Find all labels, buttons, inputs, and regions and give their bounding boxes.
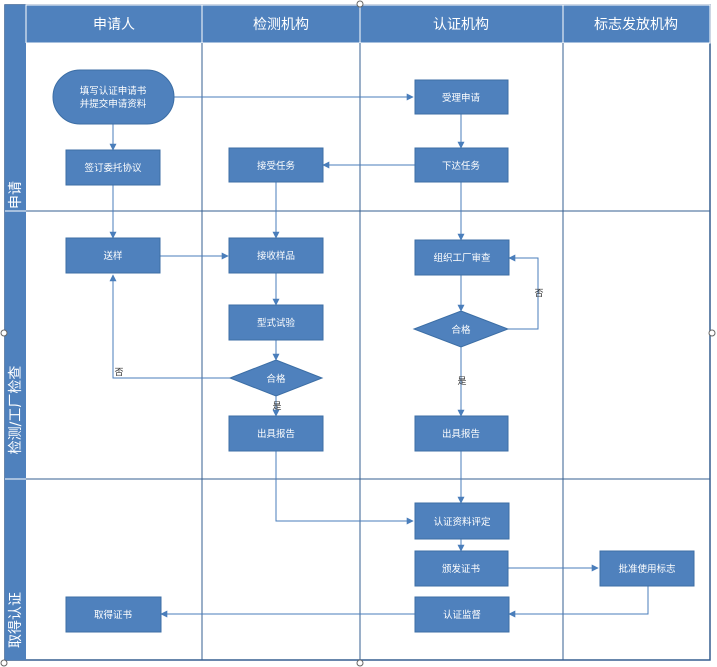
node-sign-shape — [65, 149, 161, 186]
node-cert-report-shape — [414, 415, 509, 452]
header-applicant-label: 申请人 — [93, 17, 135, 33]
node-factory-review-label: 组织工厂审查 — [433, 252, 491, 264]
node-type-test: 型式试验 — [228, 304, 324, 341]
node-test-report: 出具报告 — [228, 415, 324, 452]
node-apply-line2: 并提交申请资料 — [80, 98, 147, 110]
label-test-yes: 是 — [272, 401, 281, 412]
node-issue-task-shape — [414, 147, 509, 183]
node-factory-review: 组织工厂审查 — [414, 239, 510, 276]
label-review-no: 否 — [534, 288, 543, 299]
node-factory-review-shape — [414, 239, 510, 276]
phase-inspect-label: 检测/工厂检查 — [8, 366, 24, 455]
node-supervise-label: 认证监督 — [443, 609, 481, 621]
node-evaluate-label: 认证资料评定 — [433, 516, 491, 528]
node-test-report-shape — [228, 415, 324, 452]
node-type-test-shape — [228, 304, 324, 341]
node-accept-task-shape — [228, 147, 324, 183]
label-test-no: 否 — [114, 367, 123, 378]
handle-top[interactable] — [356, 0, 364, 8]
header-col-testing — [201, 4, 361, 44]
node-review-pass: 合格 — [412, 310, 510, 348]
node-send-sample-label: 送样 — [103, 250, 122, 262]
phase-band — [5, 43, 26, 660]
node-supervise: 认证监督 — [414, 596, 510, 633]
node-approve-mark-shape — [599, 550, 695, 587]
edge-pass-no-to-send — [109, 274, 230, 379]
node-test-pass: 合格 — [228, 359, 324, 397]
node-approve-mark-label: 批准使用标志 — [618, 563, 675, 575]
phase-certify-label: 取得认证 — [7, 592, 24, 648]
connectors — [109, 93, 649, 618]
node-send-sample: 送样 — [65, 237, 161, 274]
node-apply-line1: 填写认证申请书 — [80, 85, 147, 97]
node-issue-task-label: 下达任务 — [442, 160, 481, 172]
handle-bottom-left[interactable] — [0, 659, 8, 667]
node-sign: 签订委托协议 — [65, 149, 161, 186]
header-corner — [5, 5, 26, 43]
header-testing-label: 检测机构 — [253, 17, 309, 33]
node-cert-report-label: 出具报告 — [442, 428, 480, 440]
node-type-test-label: 型式试验 — [257, 317, 296, 329]
node-accept-task: 接受任务 — [228, 147, 324, 183]
node-test-pass-label: 合格 — [266, 373, 286, 385]
node-accept-app-label: 受理申请 — [442, 92, 481, 104]
handle-right[interactable] — [708, 329, 716, 337]
handle-left[interactable] — [0, 329, 8, 337]
node-issue-cert-label: 颁发证书 — [442, 563, 481, 575]
header-col-certification — [359, 4, 564, 44]
node-cert-report: 出具报告 — [414, 415, 509, 452]
node-supervise-shape — [414, 596, 510, 633]
node-review-pass-shape — [412, 310, 510, 348]
label-review-yes: 是 — [457, 376, 466, 387]
node-test-report-label: 出具报告 — [257, 428, 295, 440]
node-approve-mark: 批准使用标志 — [599, 550, 695, 587]
node-apply: 填写认证申请书 并提交申请资料 — [52, 69, 175, 125]
node-apply-shape — [52, 69, 175, 125]
node-accept-app: 受理申请 — [414, 79, 509, 115]
node-receive-sample: 接收样品 — [228, 237, 324, 274]
phase-apply-label: 申请 — [8, 181, 24, 209]
edge-approve-to-supervise — [508, 586, 649, 618]
node-review-pass-label: 合格 — [451, 324, 471, 336]
node-issue-task: 下达任务 — [414, 147, 509, 183]
header-col-mark — [562, 4, 711, 44]
node-evaluate-shape — [414, 502, 510, 540]
node-send-sample-shape — [65, 237, 161, 274]
node-receive-sample-label: 接收样品 — [257, 250, 295, 262]
node-issue-cert: 颁发证书 — [414, 550, 509, 587]
edge-testreport-to-evaluate — [275, 451, 414, 525]
node-accept-task-label: 接受任务 — [257, 160, 296, 172]
node-receive-sample-shape — [228, 237, 324, 274]
node-evaluate: 认证资料评定 — [414, 502, 510, 540]
node-obtain-cert-shape — [65, 596, 162, 633]
header-certification-label: 认证机构 — [433, 17, 489, 33]
node-sign-label: 签订委托协议 — [84, 162, 142, 174]
handle-bottom[interactable] — [356, 659, 364, 667]
node-obtain-cert-label: 取得证书 — [94, 609, 133, 621]
edge-reviewpass-no-to-review — [508, 254, 539, 330]
header-col-applicant — [25, 4, 203, 44]
header-mark-label: 标志发放机构 — [594, 17, 678, 33]
node-accept-app-shape — [414, 79, 509, 115]
node-obtain-cert: 取得证书 — [65, 596, 162, 633]
node-issue-cert-shape — [414, 550, 509, 587]
node-test-pass-shape — [228, 359, 324, 397]
